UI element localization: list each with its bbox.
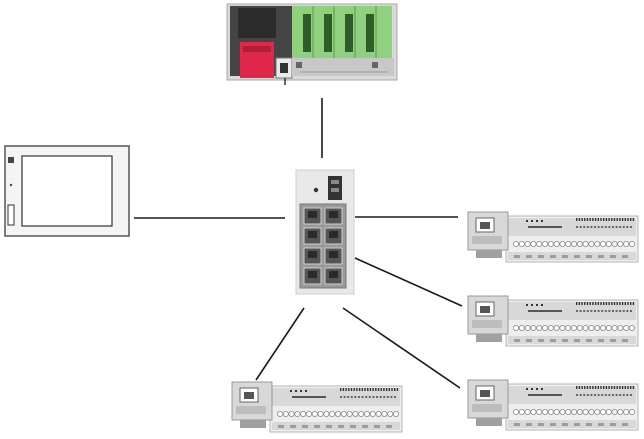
switch-ports bbox=[303, 207, 343, 285]
ethernet-switch bbox=[295, 169, 355, 295]
switch-port bbox=[303, 227, 322, 245]
switch-port bbox=[324, 247, 343, 265]
switch-port bbox=[303, 267, 322, 285]
plc-rack bbox=[226, 3, 398, 85]
remote-io-block-io3 bbox=[467, 379, 639, 431]
remote-io-block-io4 bbox=[231, 381, 403, 433]
connection-switch-io3 bbox=[342, 307, 461, 389]
connection-switch-io4 bbox=[255, 307, 305, 381]
connection-switch-io2 bbox=[354, 257, 463, 307]
switch-port bbox=[324, 227, 343, 245]
remote-io-block-io2 bbox=[467, 295, 639, 347]
remote-io-block-io1 bbox=[467, 211, 639, 263]
switch-port bbox=[303, 247, 322, 265]
hmi-touch-panel bbox=[4, 145, 130, 237]
connection-lines bbox=[134, 98, 463, 389]
remote-io-blocks bbox=[231, 211, 639, 433]
switch-port bbox=[324, 267, 343, 285]
switch-port bbox=[303, 207, 322, 225]
switch-port bbox=[324, 207, 343, 225]
